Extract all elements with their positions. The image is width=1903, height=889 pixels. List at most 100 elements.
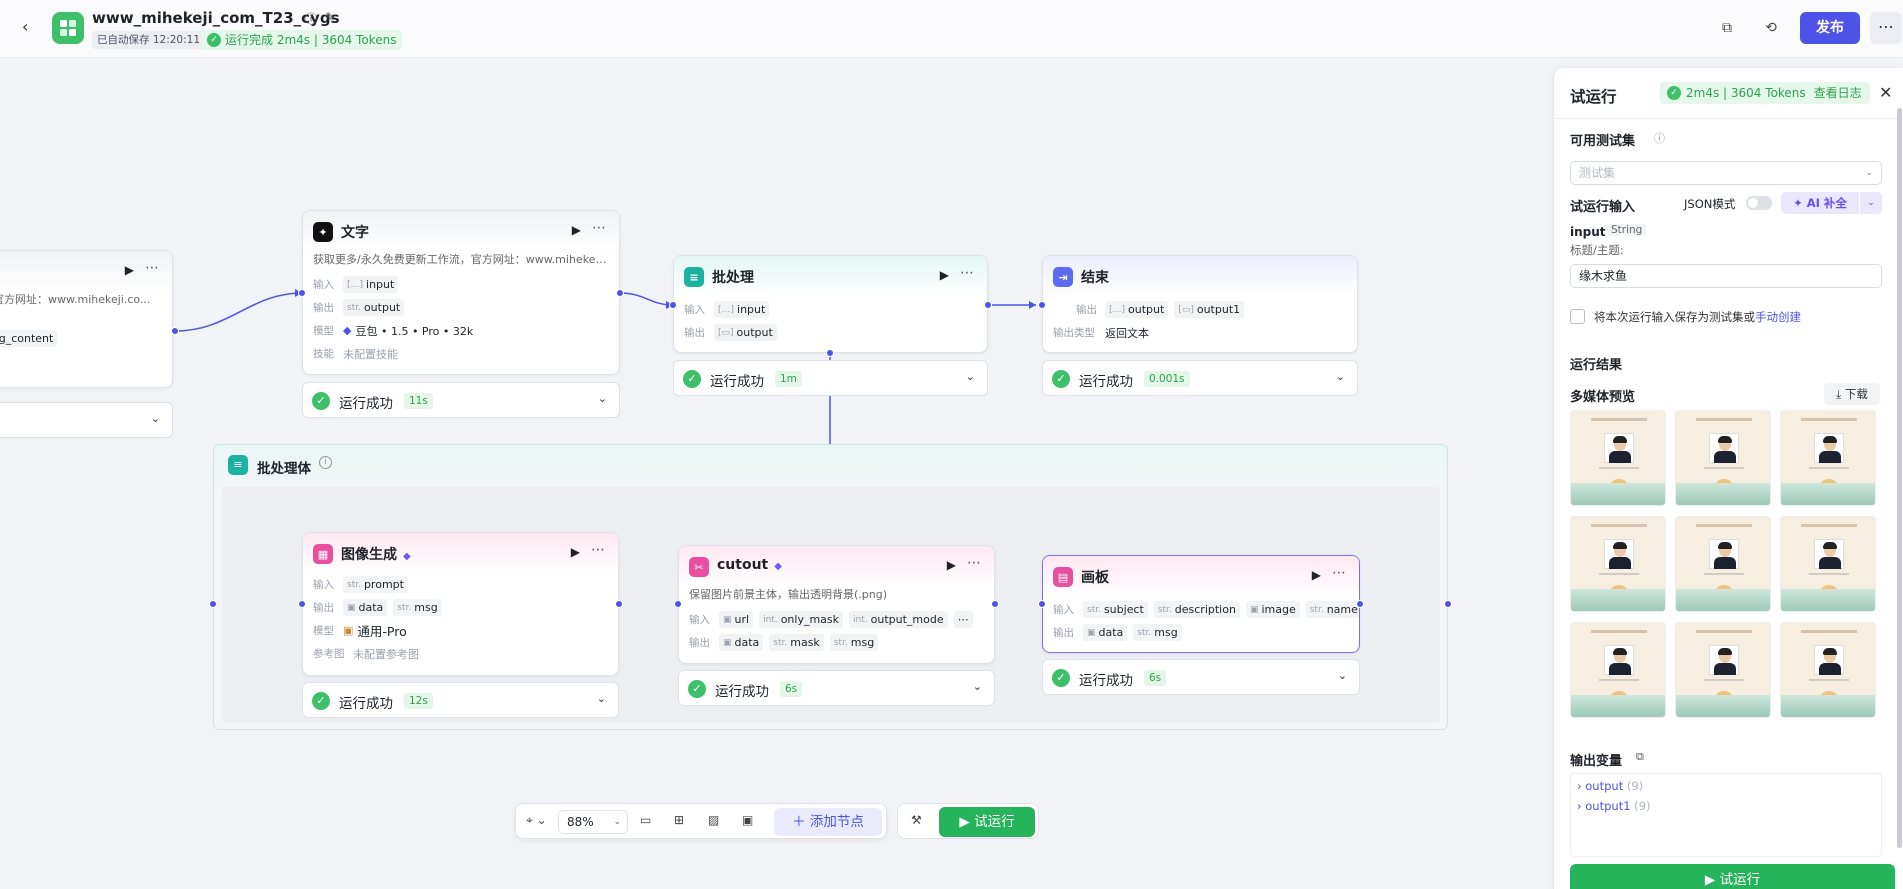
close-icon[interactable]: ✕ — [1879, 83, 1893, 102]
status-bar-left[interactable]: ⌄ — [0, 402, 173, 438]
body-output-port[interactable] — [1444, 600, 1452, 608]
play-icon[interactable]: ▶ — [1311, 568, 1321, 582]
chevron-down-icon[interactable]: ⌄ — [972, 680, 982, 693]
input-port[interactable] — [674, 600, 682, 608]
save-testset-checkbox[interactable] — [1570, 309, 1585, 324]
add-node-button[interactable]: ＋ 添加节点 — [774, 808, 882, 836]
status-bar-cutout[interactable]: ✓ 运行成功 6s ⌄ — [678, 670, 995, 706]
edit-icon[interactable]: ✎ — [325, 10, 336, 24]
output-port[interactable] — [1356, 600, 1364, 608]
back-arrow-icon[interactable]: ‹ — [22, 17, 29, 36]
node-text[interactable]: ✦ 文字 ▶ ⋯ 获取更多/永久免费更新工作流，官方网址：www.mihekej… — [302, 210, 620, 375]
more-icon[interactable]: ⋯ — [591, 542, 606, 558]
more-icon[interactable]: ⋯ — [592, 220, 607, 236]
chevron-down-icon[interactable]: ⌄ — [150, 412, 160, 425]
view-log-link[interactable]: 查看日志 — [1813, 86, 1862, 100]
play-icon[interactable]: ▶ — [570, 545, 580, 559]
more-icon[interactable]: ⋯ — [1332, 565, 1347, 581]
chevron-down-icon[interactable]: ⌄ — [1335, 370, 1345, 383]
json-mode-toggle[interactable] — [1746, 196, 1772, 210]
output-port[interactable] — [615, 600, 623, 608]
body-port[interactable] — [826, 349, 834, 357]
media-thumbnail[interactable] — [1570, 410, 1666, 506]
node-start-partial[interactable]: ▶ ⋯ 流，官方网址：www.mihekeji.co... oning_cont… — [0, 250, 173, 388]
media-thumbnail[interactable] — [1675, 410, 1771, 506]
output-port[interactable] — [171, 327, 179, 335]
zoom-select[interactable]: 88%⌄ — [558, 810, 628, 834]
media-thumbnail[interactable] — [1675, 622, 1771, 718]
workflow-canvas[interactable]: ▶ ⋯ 流，官方网址：www.mihekeji.co... oning_cont… — [0, 58, 1553, 889]
node-cutout[interactable]: ✂ cutout◆ ▶ ⋯ 保留图片前景主体，输出透明背景(.png) 输入▣u… — [678, 545, 995, 664]
run-toolbar: ⚒ ▶ 试运行 — [897, 803, 1039, 839]
output-item[interactable]: › output (9) — [1577, 779, 1644, 793]
media-thumbnail[interactable] — [1780, 622, 1876, 718]
more-icon[interactable]: ⋯ — [960, 265, 975, 281]
scrollbar[interactable] — [1897, 108, 1902, 848]
media-thumbnail[interactable] — [1570, 622, 1666, 718]
chevron-down-icon[interactable]: ⌄ — [596, 692, 606, 705]
input-port[interactable] — [298, 600, 306, 608]
premium-icon: ◆ — [774, 561, 782, 572]
download-button[interactable]: ⤓ 下载 — [1824, 383, 1880, 405]
node-end[interactable]: ⇥ 结束 输出[…]output[▭]output1 输出类型返回文本 — [1042, 255, 1358, 353]
output-port[interactable] — [991, 600, 999, 608]
test-run-button[interactable]: ▶ 试运行 — [939, 807, 1035, 837]
manual-create-link[interactable]: 手动创建 — [1755, 310, 1801, 324]
comment-icon[interactable]: ▭ — [640, 813, 652, 827]
play-icon[interactable]: ▶ — [939, 268, 949, 282]
input-port[interactable] — [1038, 301, 1046, 309]
layout-icon[interactable]: ⊞ — [674, 813, 685, 827]
node-batch[interactable]: ≡ 批处理 ▶ ⋯ 输入[…]input 输出[▭]output — [673, 255, 988, 353]
more-icon[interactable]: ⋯ — [145, 260, 160, 276]
input-port[interactable] — [298, 289, 306, 297]
media-thumbnail[interactable] — [1780, 516, 1876, 612]
chevron-down-icon[interactable]: ⌄ — [597, 392, 607, 405]
testset-select[interactable]: 测试集⌄ — [1570, 161, 1882, 185]
batch-node-icon: ≡ — [684, 267, 704, 287]
status-bar-end[interactable]: ✓ 运行成功 0.001s ⌄ — [1042, 360, 1358, 396]
output-port[interactable] — [616, 289, 624, 297]
info-icon[interactable]: ⓘ — [305, 12, 318, 26]
wrench-icon[interactable]: ⚒ — [911, 813, 922, 827]
play-icon[interactable]: ▶ — [946, 558, 956, 572]
status-bar-image-gen[interactable]: ✓ 运行成功 12s ⌄ — [302, 682, 619, 718]
input-field[interactable]: 缘木求鱼 — [1570, 264, 1882, 288]
status-bar-text[interactable]: ✓ 运行成功 11s ⌄ — [302, 382, 620, 418]
mouse-mode-icon[interactable]: ⌖ ⌄ — [526, 813, 547, 827]
more-menu-icon[interactable]: ⋯ — [1870, 12, 1902, 44]
workflow-title: www_mihekeji_com_T23_cygs — [92, 9, 340, 27]
more-inputs-icon[interactable]: ⋯ — [953, 611, 973, 628]
status-bar-canvas[interactable]: ✓ 运行成功 6s ⌄ — [1042, 659, 1360, 695]
play-icon[interactable]: ▶ — [124, 263, 134, 277]
ai-fill-button[interactable]: ✦ AI 补全 — [1781, 192, 1859, 214]
copy-icon[interactable]: ⧉ — [1636, 750, 1644, 763]
body-input-port[interactable] — [209, 600, 217, 608]
copy-icon[interactable]: ⧉ — [1722, 20, 1732, 36]
info-icon[interactable]: i — [319, 456, 332, 469]
play-icon[interactable]: ▶ — [571, 223, 581, 237]
input-port[interactable] — [1038, 600, 1046, 608]
minimap-icon[interactable]: ▣ — [742, 813, 754, 827]
output-item[interactable]: › output1 (9) — [1577, 799, 1651, 813]
output-port[interactable] — [984, 301, 992, 309]
image-gen-icon: ▦ — [313, 544, 333, 564]
chevron-down-icon[interactable]: ⌄ — [965, 370, 975, 383]
history-icon[interactable]: ⟲ — [1765, 20, 1777, 36]
test-run-button[interactable]: ▶ 试运行 — [1570, 864, 1895, 889]
chevron-down-icon[interactable]: ⌄ — [1860, 192, 1882, 214]
more-icon[interactable]: ⋯ — [967, 555, 982, 571]
media-thumbnail[interactable] — [1675, 516, 1771, 612]
autosave-badge: 已自动保存 12:20:11 — [92, 31, 205, 49]
chevron-down-icon[interactable]: ⌄ — [1337, 669, 1347, 682]
image-icon[interactable]: ▨ — [708, 813, 720, 827]
info-icon[interactable]: ⓘ — [1654, 132, 1665, 145]
media-thumbnail[interactable] — [1570, 516, 1666, 612]
canvas-node-icon: ▤ — [1053, 567, 1073, 587]
media-thumbnail[interactable] — [1780, 410, 1876, 506]
status-bar-batch[interactable]: ✓ 运行成功 1m ⌄ — [673, 360, 988, 396]
publish-button[interactable]: 发布 — [1800, 12, 1860, 44]
input-port[interactable] — [669, 301, 677, 309]
